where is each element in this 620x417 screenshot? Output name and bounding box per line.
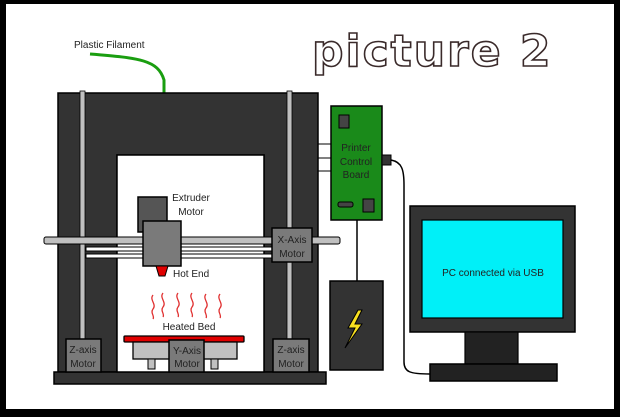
diagram-title: picture 2	[312, 26, 553, 77]
monitor-screen	[421, 219, 564, 319]
heat-waves	[151, 292, 222, 320]
monitor-base	[429, 363, 558, 382]
z-axis-motor-left-label-2: Motor	[70, 359, 96, 370]
board-chip-bottom	[362, 198, 375, 213]
heat-wave	[161, 292, 165, 318]
printer-base	[53, 371, 327, 385]
board-chip-bottom-slot	[337, 201, 354, 208]
heat-wave	[151, 294, 155, 320]
heat-wave	[190, 292, 194, 318]
bed-foot-right	[210, 358, 219, 370]
filament-label: Plastic Filament	[74, 40, 145, 51]
extruder-motor-label-2: Motor	[178, 207, 204, 218]
x-rod-top	[43, 236, 341, 245]
usb-port	[381, 154, 392, 166]
x-axis-motor-label-2: Motor	[279, 249, 305, 260]
z-axis-motor-right-label-2: Motor	[278, 359, 304, 370]
z-axis-motor-left-label-1: Z-axis	[69, 345, 96, 356]
board-label-1: Printer	[341, 143, 371, 154]
heat-wave	[204, 293, 208, 319]
extruder-carriage	[142, 220, 182, 267]
heated-bed-label: Heated Bed	[163, 322, 216, 333]
z-rod-left	[79, 90, 86, 342]
plastic-filament	[89, 52, 166, 198]
x-axis-motor-label-1: X-Axis	[278, 235, 307, 246]
board-label-2: Control	[340, 157, 372, 168]
heat-wave	[176, 292, 180, 318]
board-chip-top	[338, 114, 350, 129]
y-axis-motor	[168, 339, 205, 373]
extruder-motor-label-1: Extruder	[172, 193, 210, 204]
z-axis-motor-right	[272, 338, 310, 373]
y-axis-motor-label-2: Motor	[174, 359, 200, 370]
usb-cable	[390, 159, 431, 375]
pc-screen-label: PC connected via USB	[442, 268, 544, 279]
hot-end-label: Hot End	[173, 269, 209, 280]
z-rod-right	[286, 90, 293, 342]
z-axis-motor-right-label-1: Z-axis	[277, 345, 304, 356]
lightning-bolt-icon	[344, 309, 363, 349]
monitor-neck	[464, 331, 519, 365]
bed-foot-left	[147, 358, 156, 370]
hot-end-nozzle	[155, 265, 169, 277]
z-axis-motor-left	[65, 338, 102, 373]
y-axis-motor-label-1: Y-Axis	[173, 346, 201, 357]
x-axis-motor	[271, 227, 313, 263]
heat-wave	[218, 293, 222, 319]
board-label-3: Board	[343, 170, 370, 181]
